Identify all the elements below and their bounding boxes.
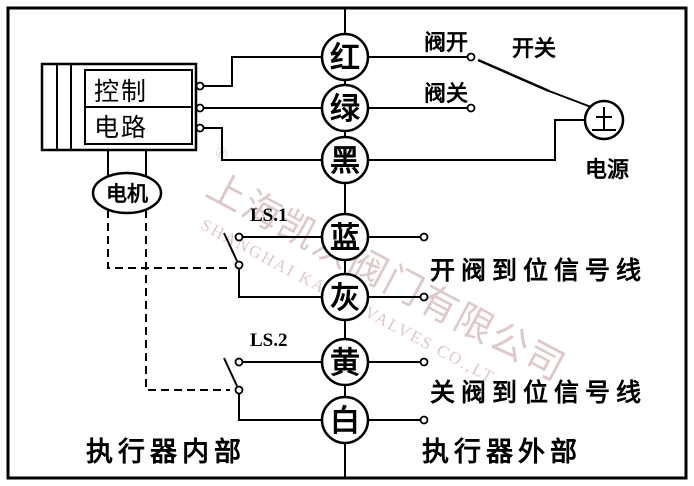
wire-box-to-red [203,56,322,87]
zone-internal-label: 执行器内部 [86,436,246,467]
valve-close-label: 阀关 [424,81,468,106]
wire-label-yellow: 黄 [330,347,360,380]
control-box [40,62,198,152]
wire-label-gray: 灰 [330,282,360,315]
box-terminal-black [195,123,205,133]
motor-label: 电机 [106,182,148,206]
ls1-contact-bottom [234,260,244,270]
box-terminal-red [195,81,205,91]
box-terminal-green [195,103,205,113]
link-motor-ls2 [145,210,230,391]
ls1-label: LS.1 [250,205,288,226]
ls2-label: LS.2 [250,330,288,351]
terminal-yellow [419,357,429,367]
motor: 电机 [91,171,163,215]
wire-white-left [238,394,322,421]
wire-gray-left [238,269,322,298]
control-box-label-line1: 控制 [94,78,148,106]
terminal-gray [419,292,429,302]
terminal-white [419,415,429,425]
wire-box-to-black [203,127,322,161]
ls2-contact-top [234,357,244,367]
link-motor-ls1 [107,210,230,269]
wire-label-white: 白 [330,405,360,438]
wire-node-red: 红 [320,32,370,82]
wire-label-black: 黑 [330,145,360,178]
zone-external-label: 执行器外部 [422,436,582,467]
wire-node-blue: 蓝 [320,212,370,262]
power-symbol-icon [592,107,616,131]
limit-switch-2: LS.2 [223,330,288,395]
external-terminals [419,232,429,425]
close-signal-label: 关阀到位信号线 [430,378,647,407]
control-box-terminals [195,81,205,133]
valve-open-label: 阀开 [424,30,468,55]
wire-nodes: 红 绿 黑 蓝 灰 黄 白 [320,32,370,445]
limit-switch-1: LS.1 [223,205,288,270]
wire-black-right [368,119,585,161]
mechanical-links [107,210,230,391]
motor-outline [91,171,163,215]
ls1-contact-top [234,232,244,242]
control-box-label-line2: 电路 [94,114,148,142]
wire-node-yellow: 黄 [320,337,370,387]
wire-node-white: 白 [320,395,370,445]
wire-label-red: 红 [330,42,360,75]
switch-label: 开关 [512,36,556,61]
wire-node-green: 绿 [320,83,370,133]
wire-label-green: 绿 [330,93,361,126]
switch-contact-open [466,52,476,62]
switch-blade [477,58,550,93]
ls2-blade [223,357,238,387]
power-label: 电源 [585,157,629,182]
switch-contact-close [466,103,476,113]
wire-node-gray: 灰 [320,272,370,322]
terminal-blue [419,232,429,242]
wire-node-black: 黑 [320,135,370,185]
ls1-blade [223,232,238,262]
diagram-border [6,6,688,480]
wire-label-blue: 蓝 [330,222,360,255]
manual-switch: 开关 [466,36,592,113]
ls2-contact-bottom [234,385,244,395]
switch-to-power-wire [548,90,592,108]
power-source: 电源 [583,99,629,182]
open-signal-label: 开阀到位信号线 [430,256,647,285]
